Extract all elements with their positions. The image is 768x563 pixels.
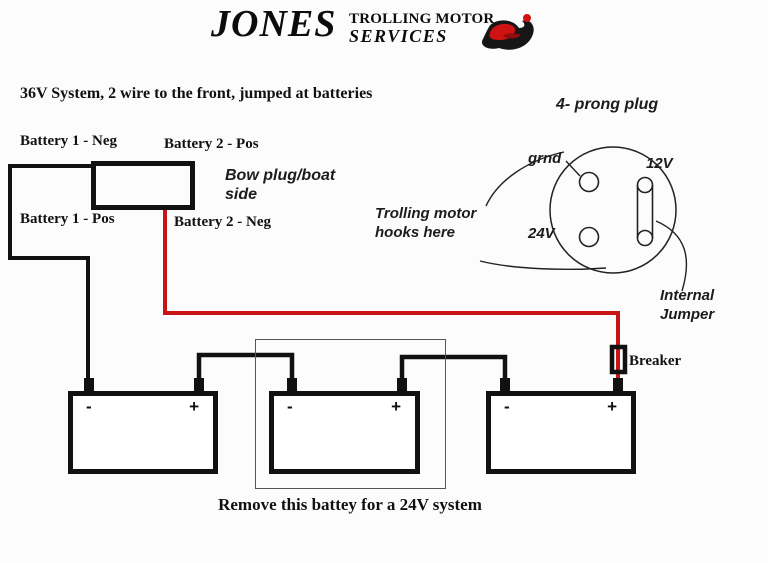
bow-plug-connector-box xyxy=(91,161,195,210)
battery-2-pos-terminal xyxy=(397,378,407,393)
label-battery1-neg: Battery 1 - Neg xyxy=(20,133,118,149)
battery-1-pos-sign: + xyxy=(189,397,199,416)
battery-3-pos-terminal xyxy=(613,378,623,393)
brand-subtitle-line1: TROLLING MOTOR xyxy=(349,11,495,27)
battery-3: - + xyxy=(486,391,636,474)
battery-2-neg-sign: - xyxy=(287,397,293,416)
pin-label-24v: 24V xyxy=(528,225,555,242)
battery-2: - + xyxy=(269,391,420,474)
pin-label-grnd: grnd xyxy=(528,150,562,167)
battery-3-pos-sign: + xyxy=(607,397,617,416)
battery-1-pos-terminal xyxy=(194,378,204,393)
leader-trolling-lower xyxy=(479,260,607,270)
battery-2-pos-sign: + xyxy=(391,397,401,416)
battery-1: - + xyxy=(68,391,218,474)
logo-red-dot xyxy=(523,14,531,22)
bow-plug-note: Bow plug/boat side xyxy=(225,167,336,203)
breaker-label: Breaker xyxy=(629,353,682,369)
trolling-motor-note: Trolling motor hooks here xyxy=(375,205,477,241)
logo-dark-red-shape xyxy=(503,33,521,39)
label-battery1-pos: Battery 1 - Pos xyxy=(20,211,115,227)
battery-3-neg-sign: - xyxy=(504,397,510,416)
prong-plug-title: 4- prong plug xyxy=(556,96,659,113)
leader-grnd xyxy=(565,160,581,177)
diagram-title: 36V System, 2 wire to the front, jumped … xyxy=(20,85,373,102)
internal-jumper-note: Internal Jumper xyxy=(660,287,715,323)
brand-title: JONES xyxy=(211,3,337,45)
jumper-capsule-bottom-hole xyxy=(636,229,654,247)
jumper-capsule-top-hole xyxy=(636,176,654,194)
prong-hole-grnd xyxy=(578,171,600,193)
label-battery2-neg: Battery 2 - Neg xyxy=(174,214,272,230)
red-black-swoosh-logo xyxy=(481,14,534,50)
pin-label-12v: 12V xyxy=(646,155,673,172)
battery-3-neg-terminal xyxy=(500,378,510,393)
removal-caption: Remove this battey for a 24V system xyxy=(218,495,482,514)
breaker-body xyxy=(609,344,628,375)
brand-subtitle-line2: SERVICES xyxy=(349,26,448,46)
leader-internal-jumper xyxy=(655,220,688,292)
prong-hole-24v xyxy=(578,226,600,248)
battery-1-neg-terminal xyxy=(84,378,94,393)
battery-1-neg-sign: - xyxy=(86,397,92,416)
battery-2-neg-terminal xyxy=(287,378,297,393)
label-battery2-pos: Battery 2 - Pos xyxy=(164,136,259,152)
